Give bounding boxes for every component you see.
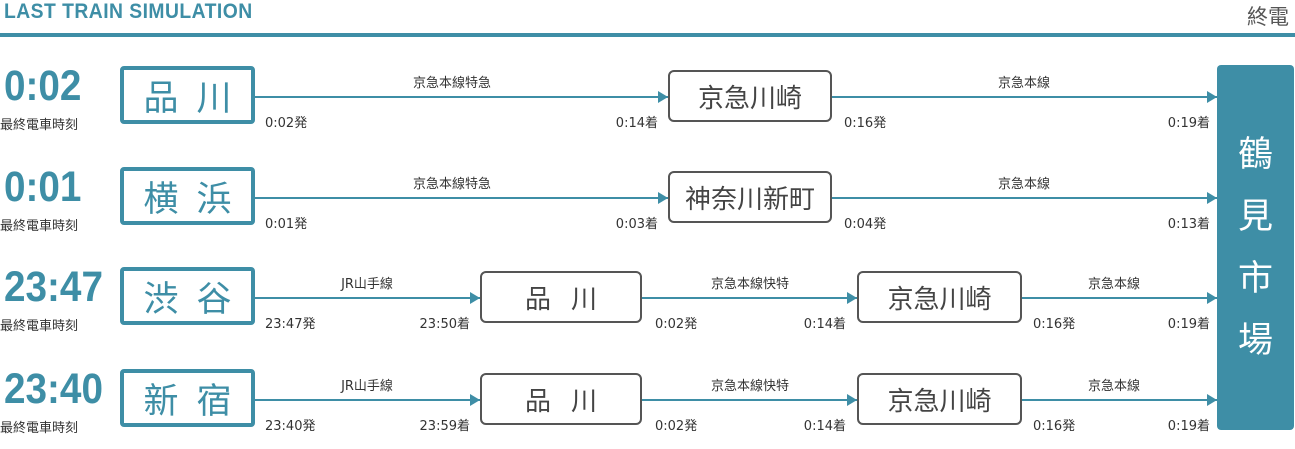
last-train-time: 0:02 [4, 62, 82, 110]
page-title: LAST TRAIN SIMULATION [4, 0, 253, 23]
arrow-icon [1207, 292, 1217, 304]
arrival-time: 0:14着 [615, 116, 658, 131]
last-train-label: 最終電車時刻 [0, 118, 79, 133]
train-line-name: 京急本線快特 [710, 379, 790, 394]
arrow-icon [1207, 192, 1217, 204]
departure-time: 23:47発 [265, 317, 316, 332]
origin-station: 横浜 [120, 167, 255, 225]
destination-char: 場 [1237, 320, 1273, 361]
last-train-time: 23:47 [4, 263, 103, 311]
train-line-name: 京急本線 [1087, 277, 1141, 292]
origin-station: 品川 [120, 66, 255, 124]
departure-time: 0:16発 [1033, 317, 1076, 332]
train-line-name: 京急本線 [997, 177, 1051, 192]
arrival-time: 0:19着 [1167, 317, 1210, 332]
arrival-time: 0:19着 [1167, 419, 1210, 434]
departure-time: 0:02発 [655, 317, 698, 332]
train-line-name: JR山手線 [341, 277, 393, 292]
header-divider [0, 33, 1295, 37]
arrow-icon [658, 192, 668, 204]
arrow-icon [847, 292, 857, 304]
last-train-time: 23:40 [4, 365, 103, 413]
arrival-time: 0:13着 [1167, 217, 1210, 232]
destination-char: 市 [1237, 258, 1273, 299]
transfer-station: 京急川崎 [857, 271, 1022, 323]
arrival-time: 23:59着 [419, 419, 470, 434]
departure-time: 0:04発 [844, 217, 887, 232]
train-line-name: 京急本線特急 [412, 177, 492, 192]
destination-station: 鶴 見 市 場 [1217, 65, 1294, 430]
arrow-icon [658, 91, 668, 103]
origin-station: 新宿 [120, 369, 255, 427]
segment-line [255, 96, 668, 98]
arrival-time: 0:03着 [615, 217, 658, 232]
train-line-name: 京急本線 [1087, 379, 1141, 394]
last-train-label: 最終電車時刻 [0, 421, 79, 436]
transfer-station: 京急川崎 [668, 70, 832, 122]
last-train-label: 最終電車時刻 [0, 319, 79, 334]
last-train-time: 0:01 [4, 163, 82, 211]
arrow-icon [847, 394, 857, 406]
arrival-time: 0:14着 [803, 419, 846, 434]
origin-station: 渋谷 [120, 267, 255, 325]
route-row-yokohama: 0:01 最終電車時刻 横浜 京急本線特急 0:01発 0:03着 神奈川新町 … [0, 163, 1295, 247]
arrow-icon [1207, 394, 1217, 406]
route-row-shinjuku: 23:40 最終電車時刻 新宿 JR山手線 23:40発 23:59着 品川 京… [0, 365, 1295, 449]
train-line-name: 京急本線快特 [710, 277, 790, 292]
segment-line [1022, 297, 1217, 299]
segment-line [832, 197, 1217, 199]
departure-time: 0:02発 [265, 116, 308, 131]
segment-line [832, 96, 1217, 98]
train-line-name: 京急本線特急 [412, 76, 492, 91]
destination-char: 見 [1237, 196, 1273, 237]
page-subtitle: 終電 [1247, 5, 1289, 29]
segment-line [642, 399, 857, 401]
arrow-icon [470, 394, 480, 406]
departure-time: 0:16発 [844, 116, 887, 131]
segment-line [255, 197, 668, 199]
last-train-label: 最終電車時刻 [0, 219, 79, 234]
arrival-time: 0:19着 [1167, 116, 1210, 131]
route-row-shinagawa: 0:02 最終電車時刻 品川 京急本線特急 0:02発 0:14着 京急川崎 京… [0, 62, 1295, 146]
segment-line [255, 399, 480, 401]
route-row-shibuya: 23:47 最終電車時刻 渋谷 JR山手線 23:47発 23:50着 品川 京… [0, 263, 1295, 347]
segment-line [642, 297, 857, 299]
arrival-time: 23:50着 [419, 317, 470, 332]
segment-line [1022, 399, 1217, 401]
departure-time: 23:40発 [265, 419, 316, 434]
arrow-icon [470, 292, 480, 304]
train-line-name: 京急本線 [997, 76, 1051, 91]
departure-time: 0:16発 [1033, 419, 1076, 434]
transfer-station: 神奈川新町 [668, 171, 832, 223]
destination-char: 鶴 [1237, 134, 1273, 175]
arrow-icon [1207, 91, 1217, 103]
departure-time: 0:02発 [655, 419, 698, 434]
train-line-name: JR山手線 [341, 379, 393, 394]
arrival-time: 0:14着 [803, 317, 846, 332]
segment-line [255, 297, 480, 299]
transfer-station: 京急川崎 [857, 373, 1022, 425]
departure-time: 0:01発 [265, 217, 308, 232]
transfer-station: 品川 [480, 373, 642, 425]
transfer-station: 品川 [480, 271, 642, 323]
